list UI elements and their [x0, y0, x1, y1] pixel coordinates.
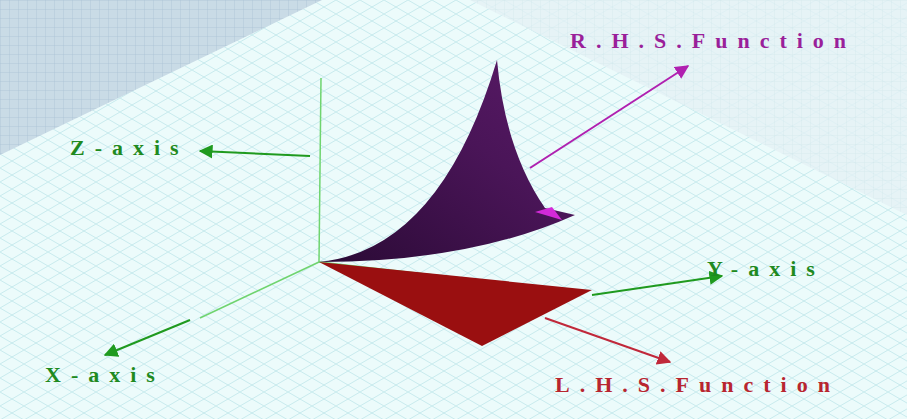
z-axis-line — [319, 78, 321, 262]
rhs-surface-edge — [535, 207, 562, 220]
back-wall — [0, 0, 322, 155]
axis-label: X-axis — [45, 364, 165, 386]
leader-arrow — [105, 320, 190, 355]
x-axis-line — [200, 262, 319, 318]
leader-arrow — [592, 276, 722, 295]
leader-arrow — [200, 151, 310, 156]
function-label: R.H.S.Function — [570, 30, 856, 52]
axis-label: Z-axis — [70, 137, 189, 159]
side-wall — [470, 0, 907, 215]
function-label: L.H.S.Function — [555, 374, 840, 396]
leader-arrow — [530, 66, 688, 168]
lhs-surface — [319, 262, 592, 346]
leader-arrow — [545, 318, 670, 362]
axis-label: Y-axis — [707, 258, 825, 280]
rhs-surface — [319, 60, 575, 262]
